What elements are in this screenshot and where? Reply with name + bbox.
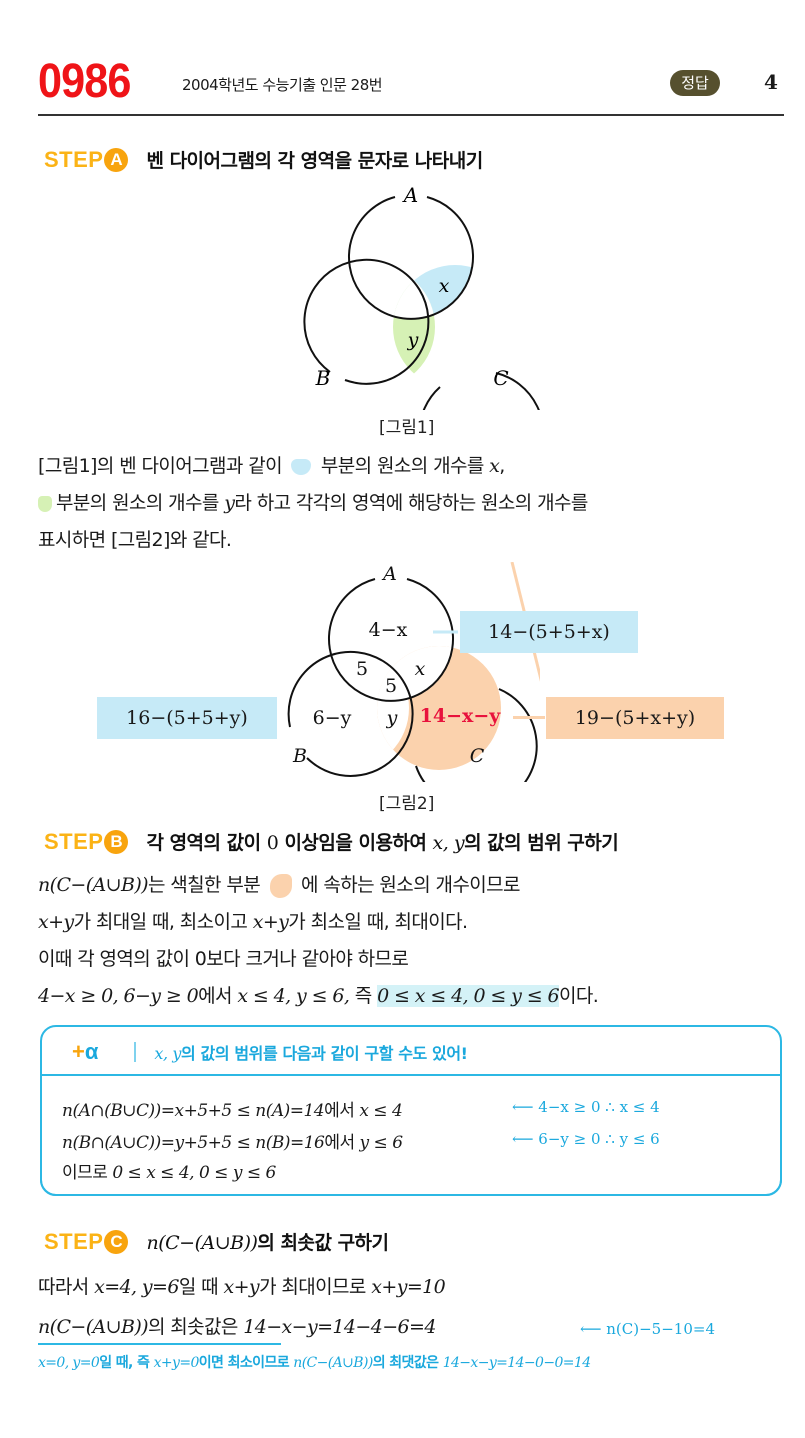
alternative-method-box: +α x, y의 값의 범위를 다음과 같이 구할 수도 있어! n(A∩(B∪… xyxy=(40,1025,782,1196)
step-badge-c: C xyxy=(104,1229,129,1254)
step-label: STEP xyxy=(44,828,104,854)
problem-number: 0986 xyxy=(38,55,131,108)
alpha-title: x, y의 값의 범위를 다음과 같이 구할 수도 있어! xyxy=(154,1044,468,1063)
step-c-title: n(C−(A∪B))의 최솟값 구하기 xyxy=(146,1232,389,1254)
step-a-paragraph: [그림1]의 벤 다이어그램과 같이 부분의 원소의 개수를 x, 부분의 원소… xyxy=(38,448,588,559)
figure1-caption: [그림1] xyxy=(379,418,435,438)
step-b-line-1: n(C−(A∪B))는 색칠한 부분 에 속하는 원소의 개수이므로 xyxy=(38,873,521,898)
plus-alpha-icon: +α xyxy=(72,1039,99,1064)
para-line-1: [그림1]의 벤 다이어그램과 같이 부분의 원소의 개수를 x, xyxy=(38,455,505,477)
callout-c-count: 19−(5+x+y) xyxy=(546,697,724,739)
svg-text:B: B xyxy=(315,366,331,390)
separator xyxy=(134,1042,137,1062)
step-label: STEP xyxy=(44,146,104,172)
step-c-note: ⟵ n(C)−5−10=4 xyxy=(580,1320,715,1338)
problem-source: 2004학년도 수능기출 인문 28번 xyxy=(182,76,383,94)
svg-text:x: x xyxy=(439,275,450,297)
highlighted-range: 0 ≤ x ≤ 4, 0 ≤ y ≤ 6 xyxy=(377,985,560,1007)
svg-text:14−x−y: 14−x−y xyxy=(420,705,502,727)
step-a-header: STEP A 벤 다이어그램의 각 영역을 문자로 나타내기 xyxy=(44,146,483,173)
step-label: STEP xyxy=(44,1228,104,1254)
svg-text:y: y xyxy=(407,329,419,351)
step-badge-b: B xyxy=(104,829,129,854)
alpha-header: +α x, y의 값의 범위를 다음과 같이 구할 수도 있어! xyxy=(72,1039,468,1065)
svg-text:C: C xyxy=(470,745,485,767)
answer-value: 4 xyxy=(764,70,778,94)
svg-text:B: B xyxy=(292,745,307,767)
connector-line xyxy=(513,716,545,719)
svg-text:y: y xyxy=(386,707,398,729)
max-value-note: x=0, y=0일 때, 즉 x+y=0이면 최소이므로 n(C−(A∪B))의… xyxy=(38,1355,591,1371)
svg-text:x: x xyxy=(415,658,426,680)
step-c-line-1: 따라서 x=4, y=6일 때 x+y가 최대이므로 x+y=10 xyxy=(38,1276,446,1298)
alpha-note-2: ⟵ 6−y ≥ 0 ∴ y ≤ 6 xyxy=(512,1130,660,1148)
svg-text:4−x: 4−x xyxy=(369,619,408,641)
step-c-line-2: n(C−(A∪B))의 최솟값은 14−x−y=14−4−6=4 xyxy=(38,1316,436,1338)
step-b-header: STEP B 각 영역의 값이 0 이상임을 이용하여 x, y의 값의 범위 … xyxy=(44,828,619,855)
figure2-caption: [그림2] xyxy=(379,794,435,814)
answer-label: 정답 xyxy=(670,70,720,96)
step-b-line-3: 이때 각 영역의 값이 0보다 크거나 같아야 하므로 xyxy=(38,948,409,970)
header-divider xyxy=(38,114,784,116)
svg-text:A: A xyxy=(381,563,397,585)
blue-swatch-icon xyxy=(291,458,312,475)
svg-text:A: A xyxy=(402,183,418,207)
callout-b-count: 16−(5+5+y) xyxy=(97,697,277,739)
underline xyxy=(38,1343,281,1345)
alpha-note-1: ⟵ 4−x ≥ 0 ∴ x ≤ 4 xyxy=(512,1098,660,1116)
para-line-2: 부분의 원소의 개수를 y라 하고 각각의 영역에 해당하는 원소의 개수를 xyxy=(38,485,588,522)
green-swatch-icon xyxy=(38,495,52,512)
svg-text:6−y: 6−y xyxy=(313,707,352,729)
step-c-paragraph: 따라서 x=4, y=6일 때 x+y가 최대이므로 x+y=10 n(C−(A… xyxy=(38,1267,446,1347)
step-b-line-2: x+y가 최대일 때, 최소이고 x+y가 최소일 때, 최대이다. xyxy=(38,911,468,933)
para-line-3: 표시하면 [그림2]와 같다. xyxy=(38,529,232,551)
callout-a-count: 14−(5+5+x) xyxy=(460,611,638,653)
alpha-line-2: n(B∩(A∪C))=y+5+5 ≤ n(B)=16에서 y ≤ 6 xyxy=(62,1133,403,1153)
step-c-header: STEP C n(C−(A∪B))의 최솟값 구하기 xyxy=(44,1228,389,1255)
step-badge-a: A xyxy=(104,147,129,172)
alpha-line-1: n(A∩(B∪C))=x+5+5 ≤ n(A)=14에서 x ≤ 4 xyxy=(62,1101,403,1121)
alpha-content: n(A∩(B∪C))=x+5+5 ≤ n(A)=14에서 x ≤ 4 ⟵ 4−x… xyxy=(40,1074,782,1196)
venn-diagram-figure1: A x y B C xyxy=(303,183,540,410)
svg-text:5: 5 xyxy=(356,658,368,680)
alpha-line-3: 이므로 0 ≤ x ≤ 4, 0 ≤ y ≤ 6 xyxy=(62,1163,276,1183)
step-b-line-4: 4−x ≥ 0, 6−y ≥ 0에서 x ≤ 4, y ≤ 6, 즉 0 ≤ x… xyxy=(38,985,599,1007)
svg-text:5: 5 xyxy=(385,675,397,697)
step-b-paragraph: n(C−(A∪B))는 색칠한 부분 에 속하는 원소의 개수이므로 x+y가 … xyxy=(38,867,599,1015)
orange-swatch-icon xyxy=(269,873,292,898)
svg-text:C: C xyxy=(493,366,508,390)
problem-header: 0986 2004학년도 수능기출 인문 28번 정답 4 xyxy=(38,56,784,114)
step-b-title: 각 영역의 값이 0 이상임을 이용하여 x, y의 값의 범위 구하기 xyxy=(146,832,619,854)
step-a-title: 벤 다이어그램의 각 영역을 문자로 나타내기 xyxy=(146,150,483,172)
venn-diagram-figure2: A 4−x 5 x 5 6−y y 14−x−y B C xyxy=(287,562,540,782)
